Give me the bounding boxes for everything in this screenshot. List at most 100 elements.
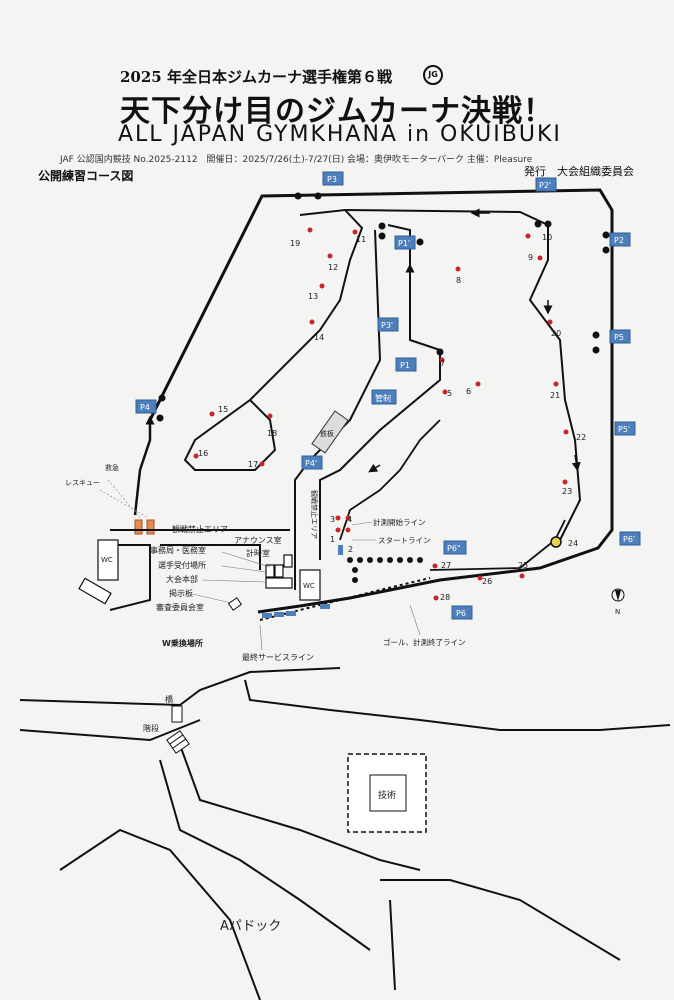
tire-markers [156,192,610,583]
pylon-number: 21 [550,391,560,400]
svg-text:P3: P3 [327,175,337,184]
pylon-number: 4 [347,515,352,524]
central-lane-2 [294,229,382,590]
pylon-number: 27 [441,561,451,570]
start-signal-icon [338,545,343,555]
paddock-label: Aパドック [220,919,281,934]
finish-lane [339,419,441,541]
post-box: P5 [609,329,631,344]
post-box: P1' [394,235,416,250]
goal-line-label: ゴール、計測終了ライン [383,637,466,647]
post-box: P4' [301,455,323,470]
bulletin-board-icon [227,597,243,611]
svg-text:P4: P4 [140,403,150,412]
pylon-number: 15 [218,405,228,414]
post-box: P1 [395,357,417,372]
pylon-number: 13 [308,292,318,301]
post-box: P3' [377,317,399,332]
pylon-number: 18 [267,429,277,438]
pylon-number: 6 [466,387,471,396]
svg-text:P4': P4' [305,459,317,468]
pylon-number: 11 [356,235,366,244]
rescue-label: レスキュー [65,479,100,487]
facilities [78,539,321,605]
north-arrow-icon: N [611,588,625,616]
pylon-number: 16 [198,449,208,458]
rescue-vehicle-2 [146,519,155,535]
svg-text:P2: P2 [614,236,624,245]
svg-text:P3': P3' [381,321,393,330]
start-line-label: スタートライン [378,536,431,545]
pylon-number: 8 [456,276,461,285]
svg-text:P1: P1 [400,361,410,370]
svg-text:P2': P2' [539,181,551,190]
svg-text:P6: P6 [456,609,466,618]
svg-text:P6': P6' [623,535,635,544]
direction-arrow [368,463,381,473]
return-lane [429,519,566,571]
final-service-label: 最終サービスライン [242,652,314,662]
outer-course-line [148,188,614,614]
pylon-number: 2 [348,545,353,554]
pylon-number: 24 [568,539,578,548]
issuer: 発行 大会組織委員会 [524,165,634,178]
title-line-3: ALL JAPAN GYMKHANA in OKUIBUKI [118,122,562,147]
stairs-icon [166,730,190,754]
direction-arrow [571,454,581,472]
svg-text:N: N [615,608,620,616]
svg-text:管制: 管制 [375,393,391,403]
hq-label: 大会本部 [166,574,198,584]
title-line-1: 2025 年全日本ジムカーナ選手権第６戦 [120,68,392,86]
ambulance-label: 救急 [105,463,119,472]
no-spectator-area-label: 観戦禁止エリア [172,524,228,534]
bridge-icon [171,705,183,723]
pylon-number: 10 [542,233,552,242]
tech-label: 技術 [378,789,396,801]
event-seal-icon: JG [423,65,443,85]
post-box: P6' [619,531,641,546]
pylon-number: 17 [248,460,258,469]
pylon-number: 19 [290,239,300,248]
svg-text:P1': P1' [398,239,410,248]
stairs-label: 階段 [143,723,159,733]
title-line-2: 天下分け目のジムカーナ決戦！ [120,94,554,129]
pylon-number: 23 [562,487,572,496]
announce-room-label: アナウンス室 [234,535,282,545]
wc-label-2: WC [303,582,315,590]
iron-plate [311,410,349,454]
bridge-label: 橋 [165,694,173,704]
w-boarding-label: W乗換場所 [162,638,203,648]
svg-text:P5: P5 [614,333,624,342]
post-box: P6" [443,540,467,555]
marshal-posts: P1 P1' P2 P2' P3 P3' P4 P4' P5 P5' P6 P6… [135,171,641,620]
timing-start-line-label: 計測開始ライン [373,517,426,527]
tech-building: 技術 [347,753,427,833]
svg-text:P5': P5' [618,425,630,434]
inner-upper-loop [183,208,364,471]
pylon-24-marker [550,536,562,548]
iron-plate-label: 鉄板 [320,429,334,438]
pylon-number: 22 [576,433,586,442]
pylon-number: 3 [330,515,335,524]
post-box: P3 [322,171,344,186]
timing-room-label: 計時室 [246,548,270,558]
post-box: P5' [614,421,636,436]
pylon-number: 1 [330,535,335,544]
rescue-vehicle-1 [134,519,143,535]
lower-roads [19,667,671,1000]
control-tower: 管制 [371,389,397,405]
pylon-number: 28 [440,593,450,602]
bulletin-label: 掲示板 [169,588,193,598]
reception-label: 選手受付場所 [158,560,206,570]
pylon-number: 9 [528,253,533,262]
pylon-number: 5 [447,389,452,398]
stewards-label: 審査委員会室 [156,602,204,612]
pylon-number: 25 [518,561,528,570]
svg-text:P6": P6" [447,544,461,553]
left-boundary-line [133,420,152,516]
wc-label-1: WC [101,556,113,564]
post-box: P2' [535,177,557,192]
pylons: 1 2 3 4 5 6 7 8 9 10 11 12 13 14 15 16 1… [193,227,586,602]
post-box: P2 [609,232,631,247]
